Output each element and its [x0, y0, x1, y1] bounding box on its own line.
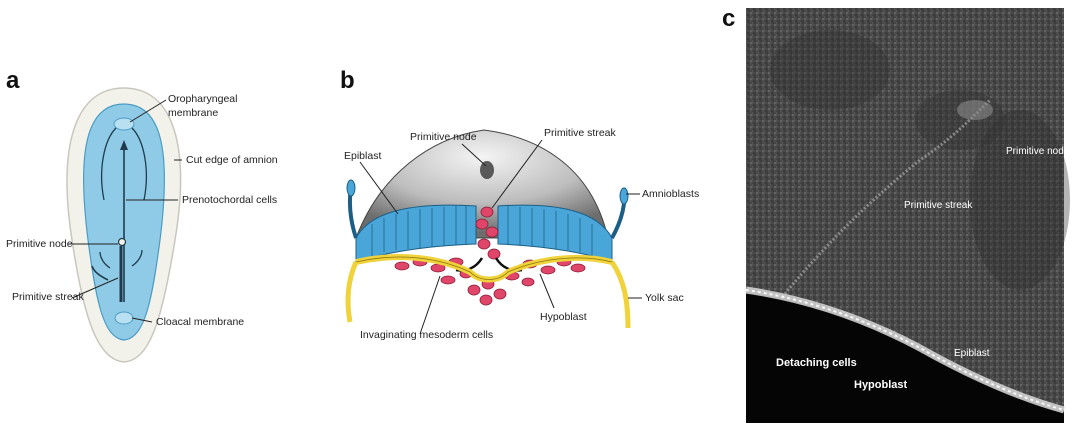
- oropharyngeal-membrane: [114, 118, 134, 130]
- label-primitive-streak-a: Primitive streak: [12, 291, 85, 303]
- panel-b: b: [340, 67, 699, 341]
- panel-c-letter: c: [722, 5, 735, 32]
- panel-a: a Oropharyngeal membrane Cut edge of amn…: [6, 67, 278, 362]
- label-cut-edge: Cut edge of amnion: [186, 154, 278, 166]
- label-primitive-streak-c: Primitive streak: [904, 200, 973, 211]
- leader-invaginating: [420, 276, 440, 334]
- amnioblast-cell-right: [620, 188, 628, 204]
- label-yolk-sac: Yolk sac: [645, 292, 684, 304]
- sem-primitive-node: [957, 100, 993, 120]
- panel-c: c Primitive node Primitive streak Epibla…: [722, 5, 1070, 423]
- label-cloacal: Cloacal membrane: [156, 316, 244, 328]
- primitive-node-a: [119, 239, 126, 246]
- primitive-node-pit: [480, 161, 494, 179]
- amnioblast-cell-left: [347, 180, 355, 196]
- label-detaching: Detaching cells: [776, 357, 857, 369]
- yolk-sac-right: [612, 262, 628, 328]
- label-epiblast-c: Epiblast: [954, 348, 990, 359]
- label-amnioblasts: Amnioblasts: [642, 188, 699, 200]
- label-primitive-node-a: Primitive node: [6, 238, 73, 250]
- label-epiblast-b: Epiblast: [344, 150, 381, 162]
- label-primitive-node-c: Primitive node: [1006, 146, 1070, 157]
- label-hypoblast-b: Hypoblast: [540, 311, 587, 323]
- leader-hypoblast-b: [540, 274, 554, 308]
- yolk-sac-left: [348, 262, 356, 322]
- label-hypoblast-c: Hypoblast: [854, 379, 908, 391]
- label-prenotochordal: Prenotochordal cells: [182, 194, 277, 206]
- panel-a-letter: a: [6, 67, 20, 94]
- label-oropharyngeal-2: membrane: [168, 107, 218, 119]
- panel-b-letter: b: [340, 67, 355, 94]
- cloacal-membrane: [115, 312, 133, 324]
- label-invaginating: Invaginating mesoderm cells: [360, 329, 493, 341]
- label-oropharyngeal: Oropharyngeal: [168, 93, 237, 105]
- label-primitive-streak-b: Primitive streak: [544, 127, 617, 139]
- label-primitive-node-b: Primitive node: [410, 131, 477, 143]
